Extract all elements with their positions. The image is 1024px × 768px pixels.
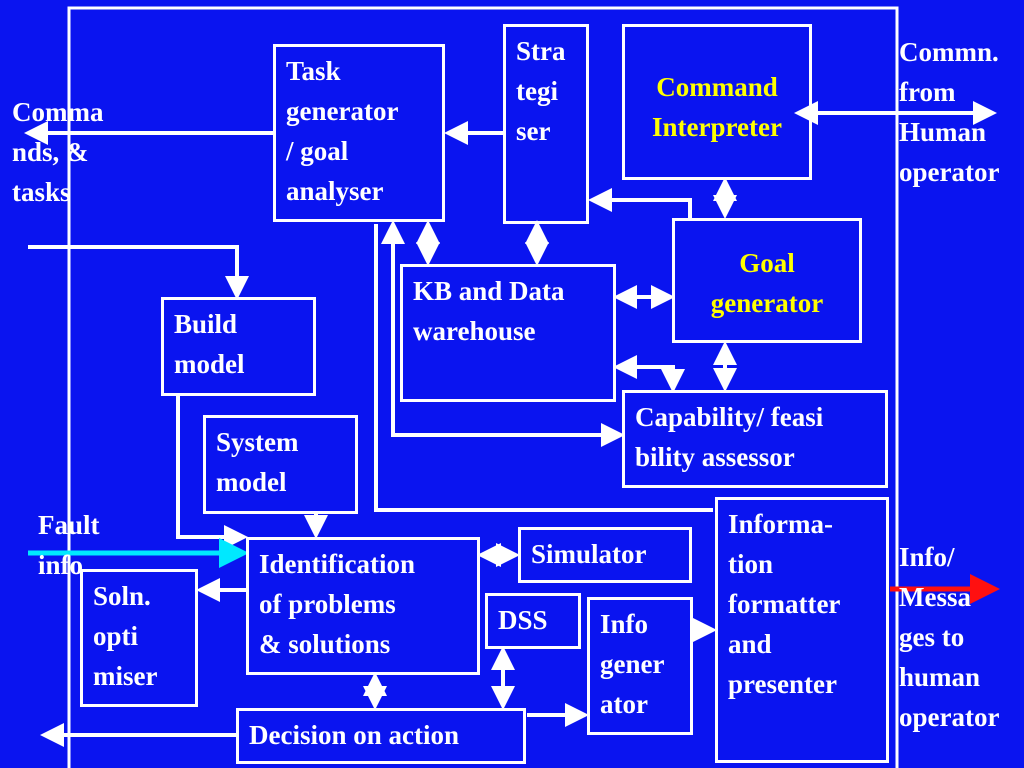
capability-assessor-block: Capability/ feasi bility assessor — [622, 390, 888, 488]
system-model-block: System model — [203, 415, 358, 514]
commn-from-human-label: Commn. from Human operator — [899, 37, 1000, 187]
command-interpreter-block: Command Interpreter — [622, 24, 812, 180]
task-generator-block: Task generator / goal analyser — [273, 44, 445, 222]
arrow-goal-to-strategiser — [588, 188, 692, 218]
build-model-block: Build model — [161, 297, 316, 396]
goal-generator-block: Goal generator — [672, 218, 862, 343]
info-formatter-block: Informa- tion formatter and presenter — [715, 497, 889, 763]
soln-optimiser-block: Soln. opti miser — [80, 569, 198, 707]
commands-tasks-label: Comma nds, & tasks — [12, 97, 104, 207]
strategiser-block: Stra tegi ser — [503, 24, 589, 224]
system-frame — [67, 6, 899, 768]
arrow-task-to-capability — [381, 220, 625, 447]
simulator-block: Simulator — [518, 527, 692, 583]
fault-info-label: Fault info — [38, 510, 100, 580]
decision-block: Decision on action — [236, 708, 526, 764]
arrow-task-to-formatter — [374, 224, 713, 512]
info-messages-label: Info/ Messa ges to human operator — [899, 542, 1000, 732]
info-generator-block: Info gener ator — [587, 597, 693, 735]
kb-data-warehouse-block: KB and Data warehouse — [400, 264, 616, 402]
arrow-kb-capability — [613, 355, 685, 393]
identification-block: Identification of problems & solutions — [246, 537, 480, 675]
arrow-build-to-identification — [176, 396, 248, 549]
arrow-input-to-build — [28, 245, 249, 300]
dss-block: DSS — [485, 593, 581, 649]
